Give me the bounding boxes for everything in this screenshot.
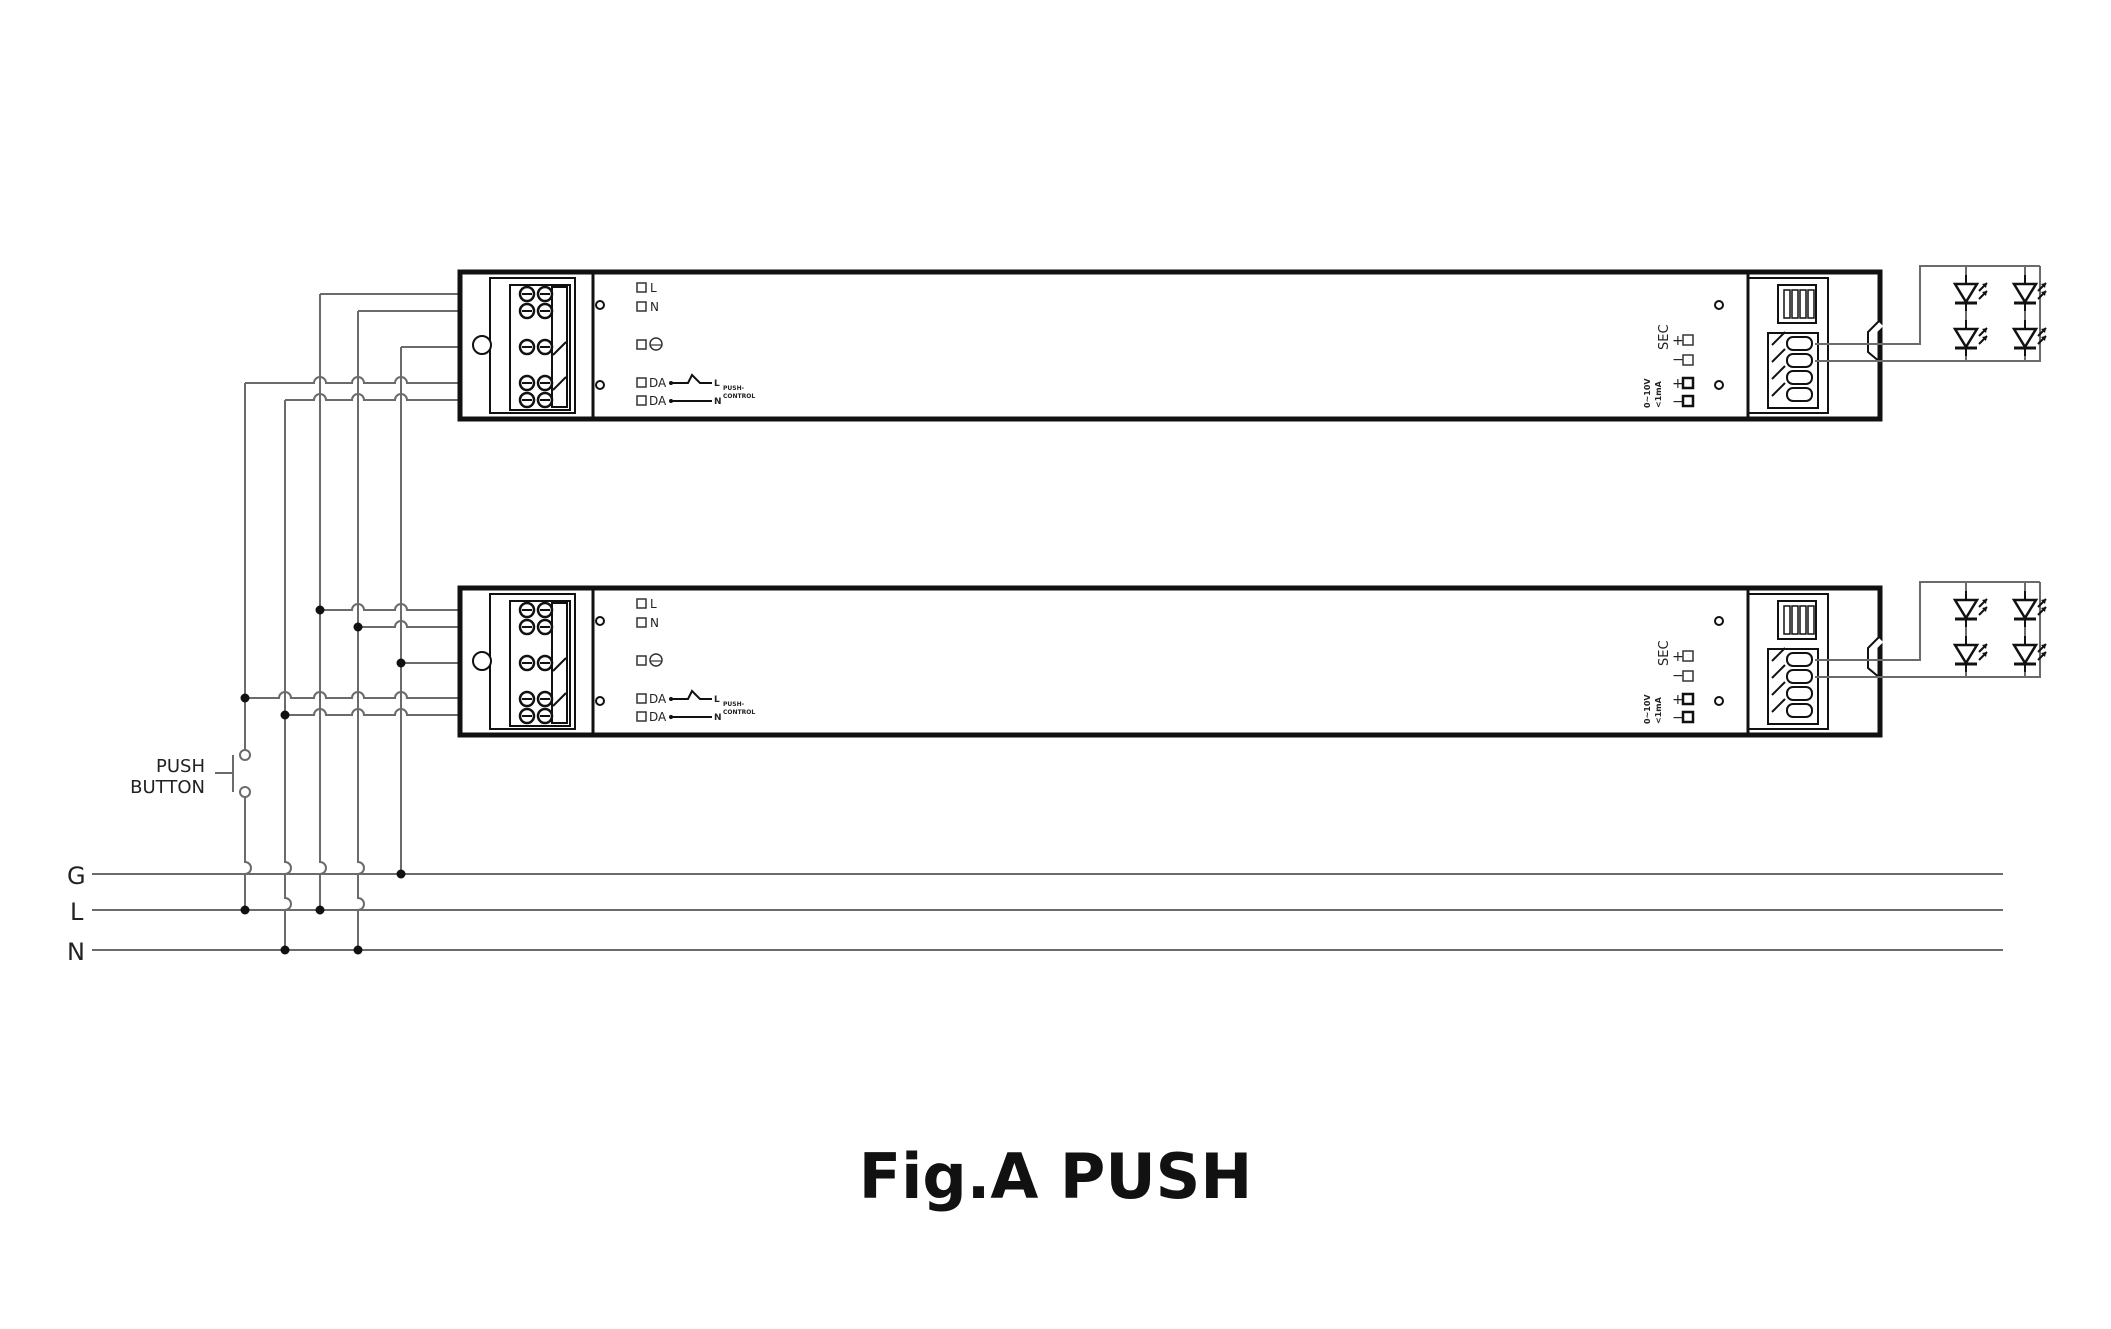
- d2-plus-2: +: [1672, 692, 1684, 708]
- feeder-wires: [240, 293, 510, 955]
- led-driver-2: L N DA DA L N PUSH- CONTROL + − + − SEC …: [457, 585, 1884, 738]
- d2-push-l: L: [714, 695, 720, 705]
- d2-minus-1: −: [1672, 668, 1684, 684]
- push-button-label-2: BUTTON: [130, 777, 205, 798]
- d1-dim-1: 0~10V: [1643, 378, 1652, 408]
- led-string-2: [1815, 581, 2048, 678]
- line-label-g: G: [67, 862, 86, 890]
- d2-label-da2: DA: [649, 710, 667, 724]
- d1-label-n: N: [650, 300, 659, 314]
- d2-label-l: L: [650, 597, 657, 611]
- push-button-switch: PUSH BUTTON: [130, 749, 251, 798]
- led-driver-1: L N DA DA L N PUSH- CONTROL + − + − SEC …: [457, 269, 1884, 422]
- d1-minus-2: −: [1672, 394, 1684, 410]
- d1-label-da1: DA: [649, 376, 667, 390]
- line-label-l: L: [70, 898, 84, 926]
- d1-push-l: L: [714, 379, 720, 389]
- d1-plus-2: +: [1672, 376, 1684, 392]
- d2-push-control-1: PUSH-: [723, 701, 745, 708]
- led-icon: [2012, 634, 2048, 674]
- d1-plus-1: +: [1672, 333, 1684, 349]
- d1-label-da2: DA: [649, 394, 667, 408]
- d1-push-control-2: CONTROL: [723, 393, 755, 400]
- d1-sec-label: SEC: [1657, 324, 1672, 350]
- push-button-label-1: PUSH: [156, 756, 205, 777]
- line-label-n: N: [67, 938, 85, 966]
- d2-push-control-2: CONTROL: [723, 709, 755, 716]
- led-icon: [2012, 318, 2048, 358]
- led-icon: [2012, 273, 2048, 313]
- d2-push-n: N: [714, 713, 722, 723]
- led-icon: [1953, 634, 1989, 674]
- figure-caption: Fig.A PUSH: [858, 1140, 1253, 1213]
- d2-label-n: N: [650, 616, 659, 630]
- d2-minus-2: −: [1672, 710, 1684, 726]
- led-icon: [1953, 318, 1989, 358]
- d1-label-l: L: [650, 281, 657, 295]
- led-icon: [1953, 589, 1989, 629]
- d2-sec-label: SEC: [1657, 640, 1672, 666]
- d2-plus-1: +: [1672, 649, 1684, 665]
- mains-lines: G L N: [67, 862, 2003, 966]
- led-icon: [2012, 589, 2048, 629]
- d2-dim-1: 0~10V: [1643, 694, 1652, 724]
- led-icon: [1953, 273, 1989, 313]
- d2-dim-2: <1mA: [1654, 696, 1663, 724]
- d1-minus-1: −: [1672, 352, 1684, 368]
- d1-push-n: N: [714, 397, 722, 407]
- d2-label-da1: DA: [649, 692, 667, 706]
- d1-push-control-1: PUSH-: [723, 385, 745, 392]
- led-string-1: [1815, 265, 2048, 362]
- d1-dim-2: <1mA: [1654, 380, 1663, 408]
